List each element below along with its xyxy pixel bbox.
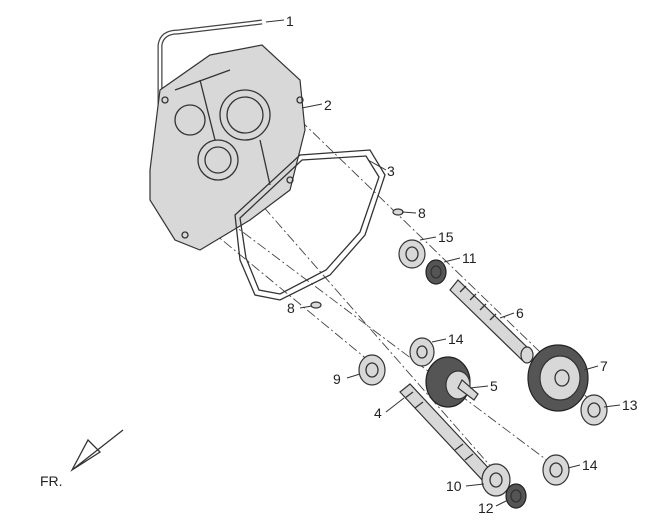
callout-7: 7 xyxy=(600,358,608,374)
center-line xyxy=(239,179,521,501)
bearing-14-upper xyxy=(409,337,435,367)
callout-3: 3 xyxy=(387,163,395,179)
callout-9: 9 xyxy=(333,371,341,387)
center-line xyxy=(199,199,561,471)
dowel-pin xyxy=(310,301,322,309)
bearing-10 xyxy=(481,463,511,497)
dowel-pin xyxy=(392,208,404,216)
callout-2: 2 xyxy=(324,97,332,113)
callout-1: 1 xyxy=(286,13,294,29)
bearing-15 xyxy=(398,239,426,269)
leader-lines xyxy=(265,19,621,507)
callout-15: 15 xyxy=(438,229,454,245)
callout-14: 14 xyxy=(448,331,464,347)
oil-seal-12 xyxy=(505,483,527,509)
callout-6: 6 xyxy=(516,305,524,321)
callout-4: 4 xyxy=(374,405,382,421)
bearing-14-lower xyxy=(542,454,570,486)
callout-5: 5 xyxy=(490,378,498,394)
callout-8: 8 xyxy=(418,205,426,221)
callout-11: 11 xyxy=(462,250,477,266)
callout-13: 13 xyxy=(622,397,638,413)
callout-8: 8 xyxy=(287,300,295,316)
shaft-6 xyxy=(449,279,534,364)
transmission-case xyxy=(149,44,306,251)
callout-14: 14 xyxy=(582,457,598,473)
callout-12: 12 xyxy=(478,500,494,516)
bearing-9 xyxy=(358,354,386,386)
callout-10: 10 xyxy=(446,478,462,494)
gasket xyxy=(234,149,386,301)
oil-seal-11 xyxy=(425,259,447,285)
gear-5 xyxy=(425,356,479,408)
bearing-13 xyxy=(580,394,608,426)
front-direction-arrow-icon xyxy=(70,429,124,472)
center-line xyxy=(209,229,381,371)
front-direction-label: FR. xyxy=(40,473,63,489)
gear-7 xyxy=(527,344,589,412)
